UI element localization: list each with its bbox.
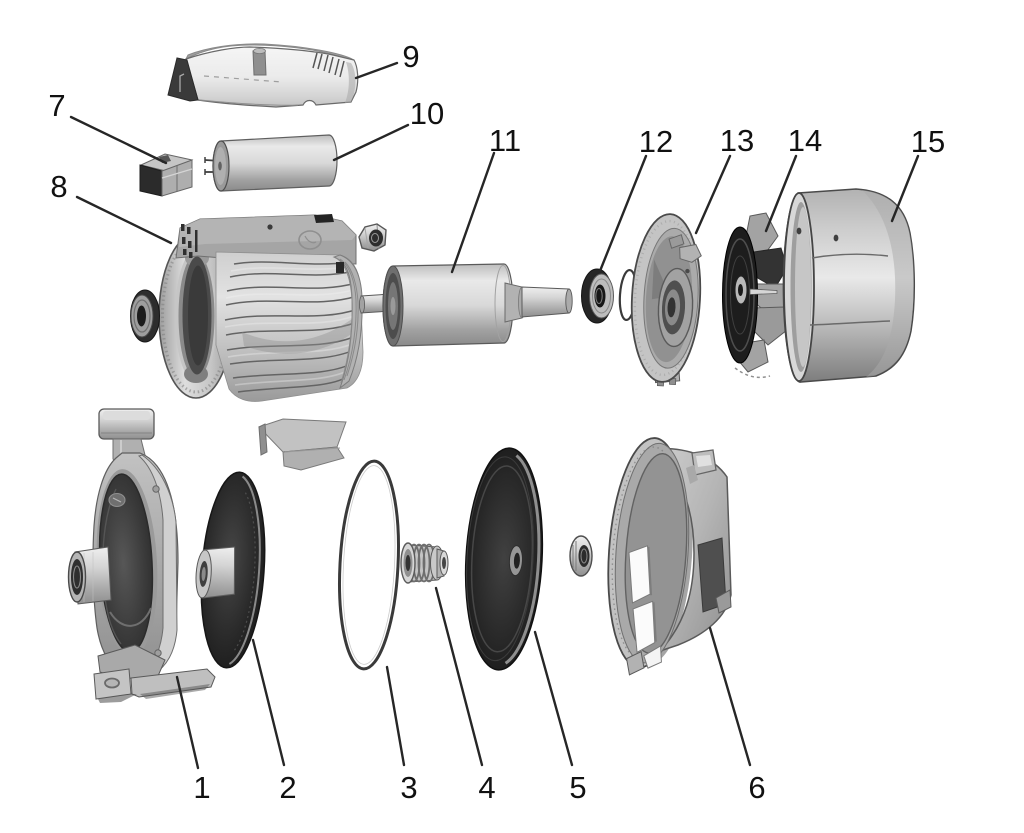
leader-line-1 <box>175 675 200 770</box>
callout-label-6: 6 <box>748 770 765 805</box>
part-o-ring <box>338 459 400 671</box>
leader-line-2 <box>251 638 286 767</box>
callout-label-12: 12 <box>639 124 673 159</box>
leader-lines <box>69 61 920 770</box>
part-rotor-shaft <box>358 263 573 347</box>
callout-label-4: 4 <box>478 770 495 805</box>
callout-label-14: 14 <box>788 123 822 158</box>
part-fan <box>722 212 791 379</box>
leader-line-10 <box>332 123 410 162</box>
part-mechanical-seal <box>400 542 449 584</box>
callout-label-11: 11 <box>489 123 521 158</box>
callout-label-8: 8 <box>50 169 67 204</box>
part-capacitor <box>204 134 338 192</box>
leader-line-3 <box>385 665 406 767</box>
leader-line-8 <box>75 195 173 245</box>
leader-line-9 <box>354 61 399 80</box>
callout-label-2: 2 <box>279 770 296 805</box>
callout-label-7: 7 <box>48 88 65 123</box>
part-impeller-nut <box>569 535 593 577</box>
leader-line-4 <box>434 586 484 767</box>
leader-line-13 <box>694 154 732 235</box>
part-terminal-box-cover <box>167 43 359 108</box>
part-ball-bearing <box>581 268 614 324</box>
leader-line-14 <box>764 154 798 233</box>
part-support-bracket <box>607 437 732 676</box>
leader-line-5 <box>533 630 574 767</box>
callout-label-5: 5 <box>569 770 586 805</box>
callout-label-3: 3 <box>400 770 417 805</box>
part-seal-plate <box>464 447 544 671</box>
part-pump-body <box>67 408 216 703</box>
leader-line-12 <box>598 154 648 273</box>
callout-label-15: 15 <box>911 124 945 159</box>
part-rear-end-bracket <box>630 213 702 387</box>
leader-line-6 <box>708 626 752 767</box>
part-fan-cover <box>782 188 915 383</box>
callout-labels: 1 2 3 4 5 6 7 8 9 10 11 12 13 14 15 <box>48 39 945 805</box>
callout-label-9: 9 <box>402 39 419 74</box>
part-front-bearing <box>130 289 160 343</box>
callout-label-13: 13 <box>720 123 754 158</box>
leader-line-15 <box>890 154 920 223</box>
part-clamp-bracket <box>258 418 347 471</box>
callout-label-1: 1 <box>193 770 210 805</box>
leader-line-11 <box>450 151 496 274</box>
part-motor-stator <box>158 214 364 402</box>
part-cable-gland-nut <box>358 223 387 252</box>
leader-line-7 <box>69 115 168 165</box>
part-impeller <box>195 471 266 669</box>
part-terminal-box <box>139 153 194 197</box>
callout-label-10: 10 <box>410 96 444 131</box>
